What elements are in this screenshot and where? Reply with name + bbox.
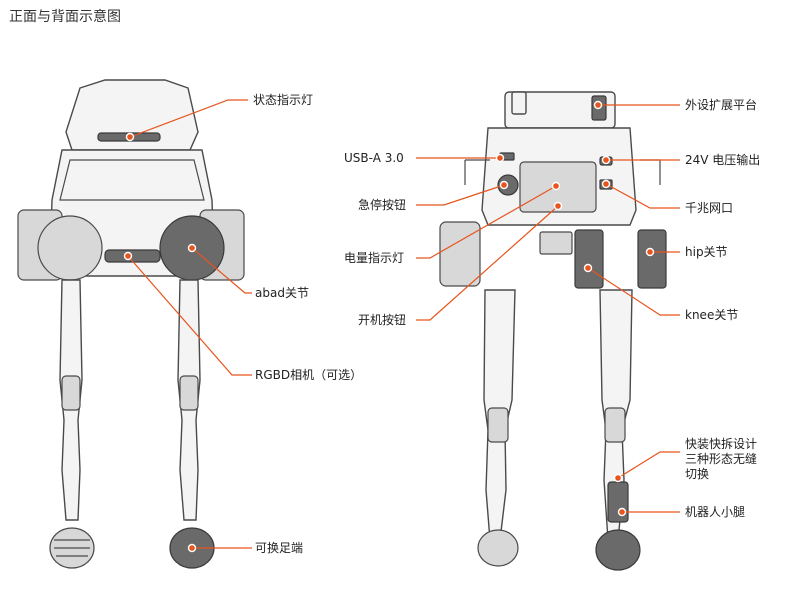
back-callout-robot-calf [617,507,680,517]
label-usb: USB-A 3.0 [344,151,404,165]
front-robot-illustration [17,79,245,569]
back-callout-power-output [601,155,680,165]
back-callout-usb [416,153,505,163]
label-power-button: 开机按钮 [358,313,407,327]
back-callout-knee-joint [583,263,680,316]
label-robot-calf: 机器人小腿 [685,505,746,519]
label-gigabit-port: 千兆网口 [685,201,734,215]
back-callout-hip-joint [645,247,680,257]
front-callout-rgbd-camera [123,251,252,376]
label-status-light: 状态指示灯 [253,93,314,107]
front-callout-swappable-foot [187,543,252,553]
back-callout-power-button [416,201,563,321]
label-hip-joint: hip关节 [685,245,728,259]
label-knee-joint: knee关节 [685,308,739,322]
label-estop: 急停按钮 [358,198,407,212]
back-robot-illustration [439,91,667,571]
back-callout-estop [416,180,509,206]
label-rgbd-camera: RGBD相机（可选） [255,368,363,382]
label-abad-joint: abad关节 [255,286,309,300]
back-callout-quick-release [613,451,680,483]
label-quick-release: 快装快拆设计 三种形态无缝 切换 [685,437,758,481]
front-callout-status-light [125,99,248,142]
back-callout-gigabit-port [601,179,680,209]
label-power-output: 24V 电压输出 [685,153,761,167]
front-callout-abad-joint [187,243,252,294]
label-battery-light: 电量指示灯 [344,251,405,265]
back-callout-battery-light [416,181,561,259]
label-swappable-foot: 可换足端 [255,541,304,555]
page-title: 正面与背面示意图 [9,9,121,25]
back-callout-expansion-platform [593,100,680,110]
label-expansion-platform: 外设扩展平台 [685,98,758,112]
